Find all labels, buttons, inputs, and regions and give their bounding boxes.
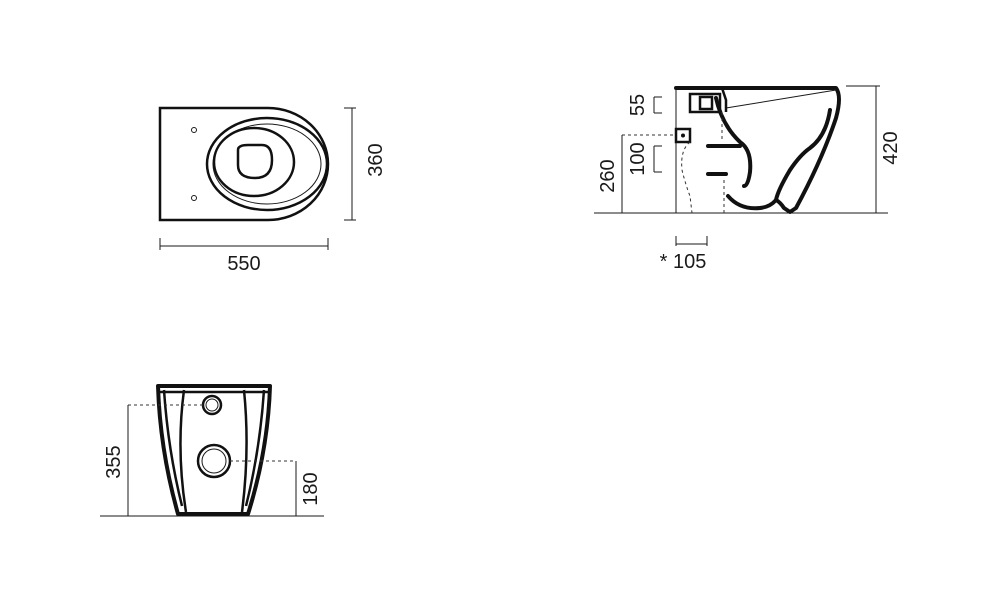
rear-view-rib-right-outer	[244, 389, 266, 507]
width-dim-label: 550	[227, 253, 260, 275]
side-view-bowl-trap	[726, 108, 832, 211]
top-view-bowl-opening	[212, 126, 296, 198]
depth-dim-label: 360	[365, 143, 387, 176]
top-view-fixing-hole-bottom	[191, 195, 197, 201]
top-view-drain-opening	[236, 143, 274, 180]
rim-dim-label: 55	[627, 94, 649, 116]
side-view: 55 100 260 420 * 105	[594, 85, 902, 273]
rear-view-rib-right-inner	[240, 389, 248, 513]
top-view-seat-outer	[205, 116, 329, 212]
top-view-fixing-hole-top	[191, 127, 197, 133]
inlet-dim-label: 100	[627, 142, 649, 175]
rear-view-body-outline	[156, 384, 272, 516]
side-view-rim-top	[690, 86, 728, 112]
side-view-bowl-outline	[674, 86, 841, 214]
side-view-outlet-center	[681, 133, 685, 138]
side-view-outlet-marker	[674, 127, 692, 144]
wall-offset-dim-label: * 105	[660, 251, 707, 273]
inlet-height-dim-label: 355	[103, 445, 125, 478]
rear-view-outlet-inner	[201, 448, 227, 474]
side-view-inlet-core	[698, 95, 714, 111]
overall-height-dim-label: 420	[880, 131, 902, 164]
top-view: 550 360	[158, 106, 387, 275]
rear-view-outlet-outer	[196, 443, 232, 479]
side-view-pipe-path	[681, 112, 725, 214]
rear-view-rib-left-outer	[162, 389, 184, 507]
outlet-height-dim-label: 180	[300, 472, 322, 505]
side-view-rim-line	[725, 89, 837, 109]
rear-view-inlet-inner	[205, 398, 219, 412]
rear-view: 355 180	[100, 384, 324, 517]
rear-view-rib-left-inner	[179, 389, 188, 513]
outlet-height-dim-label: 260	[597, 159, 619, 192]
side-view-inlet-block	[688, 92, 722, 114]
side-view-bowl-inner	[714, 96, 753, 188]
top-view-outline	[158, 106, 330, 222]
